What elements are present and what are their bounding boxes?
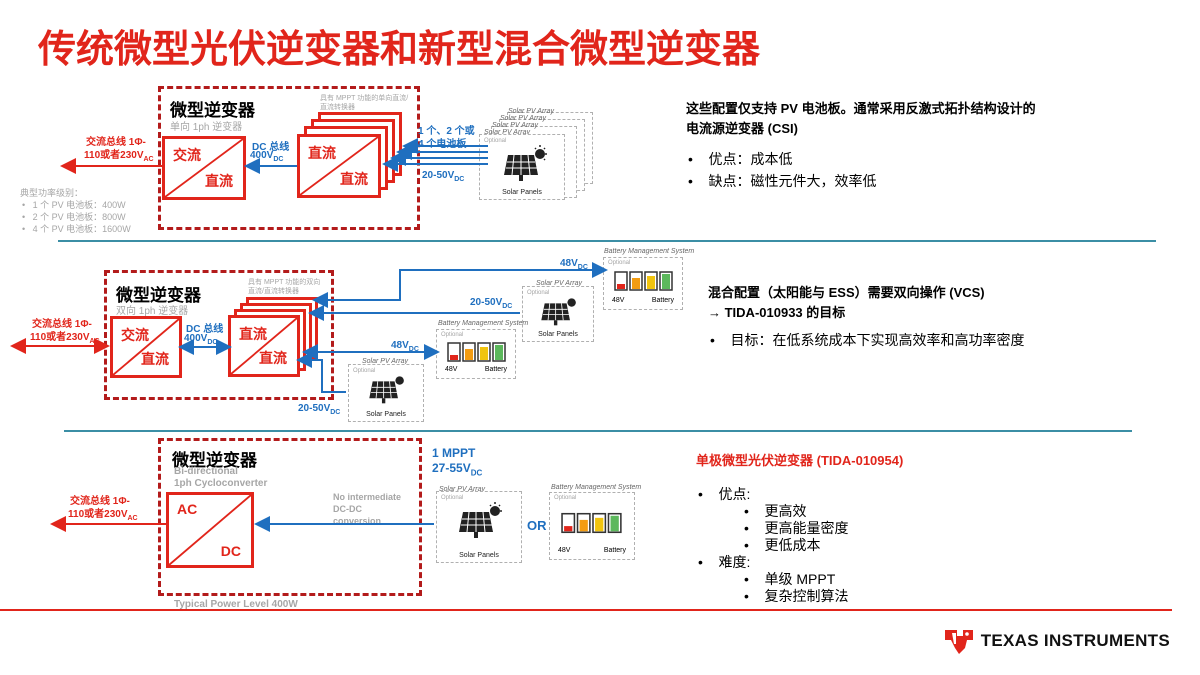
dc-bus-label-2a: DC 总线 [186,324,224,335]
pv-array-label-1c: Solar PV Array [492,122,539,129]
solar-panel-icon [459,502,502,538]
dcdc-converter-2: 直流 直流 [228,315,300,377]
pv-array-label-1a: Solar PV Array [508,108,555,115]
pv-voltage-label-1: 20-50VDC [422,170,465,183]
bms-label-mid: Battery Management System [438,320,529,327]
section1-desc-title-a: 这些配置仅支持 PV 电池板。通常采用反激式拓扑结构设计的 [686,101,1036,116]
mppt-label-b: 27-55VDC [432,461,483,478]
ti-logo-icon [944,630,973,654]
pv-card-2b: Optional Solar Panels [348,364,424,422]
voltage-2050-top: 20-50VDC [470,297,513,310]
section2-desc-title-b: → TIDA-010933 的目标 [708,305,846,320]
cons-title: • 难度: [698,554,751,570]
pros-title: • 优点: [698,486,751,502]
box-title-1: 微型逆变器 [170,101,255,120]
power-level-item-2: • 2 个 PV 电池板：800W [22,212,126,222]
company-name: TEXAS INSTRUMENTS [980,631,1170,650]
mppt-note-2a: 具有 MPPT 功能的双向 [248,279,321,286]
page-title: 传统微型光伏逆变器和新型混合微型逆变器 [38,29,761,71]
battery-icon [614,271,673,291]
mppt-note-1b: 直流转换器 [320,104,355,111]
cycloconverter-3: AC DC [166,492,254,568]
ac-bus-label-3b: 110或者230VAC [68,509,138,522]
ac-bus-label-1b: 110或者230VAC [84,150,154,163]
section1-bullet-1: • 优点：成本低 [688,151,793,167]
section1-desc-title-b: 电流源逆变器 (CSI) [686,121,798,136]
no-dcdc-label-c: conversion [333,516,382,526]
ac-bus-label-2b: 110或者230VAC [30,332,100,345]
separator-2 [64,430,1132,432]
footer-divider [0,609,1172,611]
box-subtitle-3b: 1ph Cycloconverter [174,478,268,489]
pros-item-3: • 更低成本 [744,537,821,553]
battery-card-mid: Optional 48V Battery [436,329,516,379]
no-dcdc-label-b: DC-DC [333,504,362,514]
box-title-3: 微型逆变器 [172,451,257,470]
bms-label-top: Battery Management System [604,248,695,255]
pv-array-label-2b: Solar PV Array [362,358,409,365]
cons-item-1: • 单级 MPPT [744,571,836,587]
dc-ac-converter-1: 交流 直流 [162,136,246,200]
pv-array-label-1d: Solar PV Array [484,129,531,136]
ac-bus-label-3a: 交流总线 1Φ- [70,496,130,507]
dc-bus-label-1a: DC 总线 [252,142,290,153]
microinverter-box-2 [104,270,334,400]
pv-count-label-a: 1 个、2 个或 [418,126,475,137]
separator-1 [58,240,1156,242]
ti-logo: TEXAS INSTRUMENTS [943,626,1170,656]
mppt-note-2b: 直流/直流转换器 [248,288,299,295]
microinverter-box-3 [158,438,422,596]
battery-card-3: Optional 48V Battery [549,492,635,560]
section2-desc-title-a: 混合配置（太阳能与 ESS）需要双向操作 (VCS) [708,285,985,300]
section3-desc-title: 单极微型光伏逆变器 (TIDA-010954) [696,453,904,468]
battery-icon [447,342,506,362]
solar-panel-icon [369,376,404,404]
power-level-item-1: • 1 个 PV 电池板：400W [22,200,126,210]
pv-count-label-b: 4 个电池板 [418,139,467,150]
battery-icon [561,512,622,534]
power-level-title: 典型功率级别： [20,188,84,198]
solar-panel-icon [541,298,576,326]
box-title-2: 微型逆变器 [116,286,201,305]
pros-item-2: • 更高能量密度 [744,520,849,536]
voltage-48v-top: 48VDC [560,258,588,271]
cons-item-2: • 复杂控制算法 [744,588,849,604]
ac-bus-label-1a: 交流总线 1Φ- [86,137,146,148]
dcdc-converter-1: 直流 直流 [297,134,381,198]
pv-array-label-1b: Solar PV Array [500,115,547,122]
power-level-item-3: • 4 个 PV 电池板：1600W [22,224,131,234]
solar-panel-icon [504,145,547,181]
pros-item-1: • 更高效 [744,503,807,519]
pv-card-3: Optional Solar Panels [436,491,522,563]
box-subtitle-2: 双向 1ph 逆变器 [116,306,189,317]
dc-ac-converter-2: 交流 直流 [110,316,182,378]
voltage-2050-bot: 20-50VDC [298,403,341,416]
or-label: OR [527,518,547,533]
section2-bullet-1: • 目标：在低系统成本下实现高效率和高功率密度 [710,332,1025,348]
pv-card-2a: Optional Solar Panels [522,286,594,342]
box-subtitle-1: 单向 1ph 逆变器 [170,122,243,133]
no-dcdc-label-a: No intermediate [333,492,402,502]
bms-label-3: Battery Management System [551,484,642,491]
section1-bullet-2: • 缺点：磁性元件大，效率低 [688,173,877,189]
dc-bus-label-2b: 400VDC [184,333,218,346]
typical-power-level: Typical Power Level 400W [174,599,298,610]
pv-card-1: Optional Solar Panels [479,134,565,200]
voltage-48v-mid: 48VDC [391,340,419,353]
dc-bus-label-1b: 400VDC [250,150,284,163]
box-subtitle-3a: Bi-directional [174,466,238,477]
mppt-label-a: 1 MPPT [432,446,476,460]
ac-bus-label-2a: 交流总线 1Φ- [32,319,92,330]
battery-card-top: Optional 48V Battery [603,257,683,310]
mppt-note-1a: 具有 MPPT 功能的单向直流/ [320,95,409,102]
pv-array-label-3: Solar PV Array [439,486,486,493]
